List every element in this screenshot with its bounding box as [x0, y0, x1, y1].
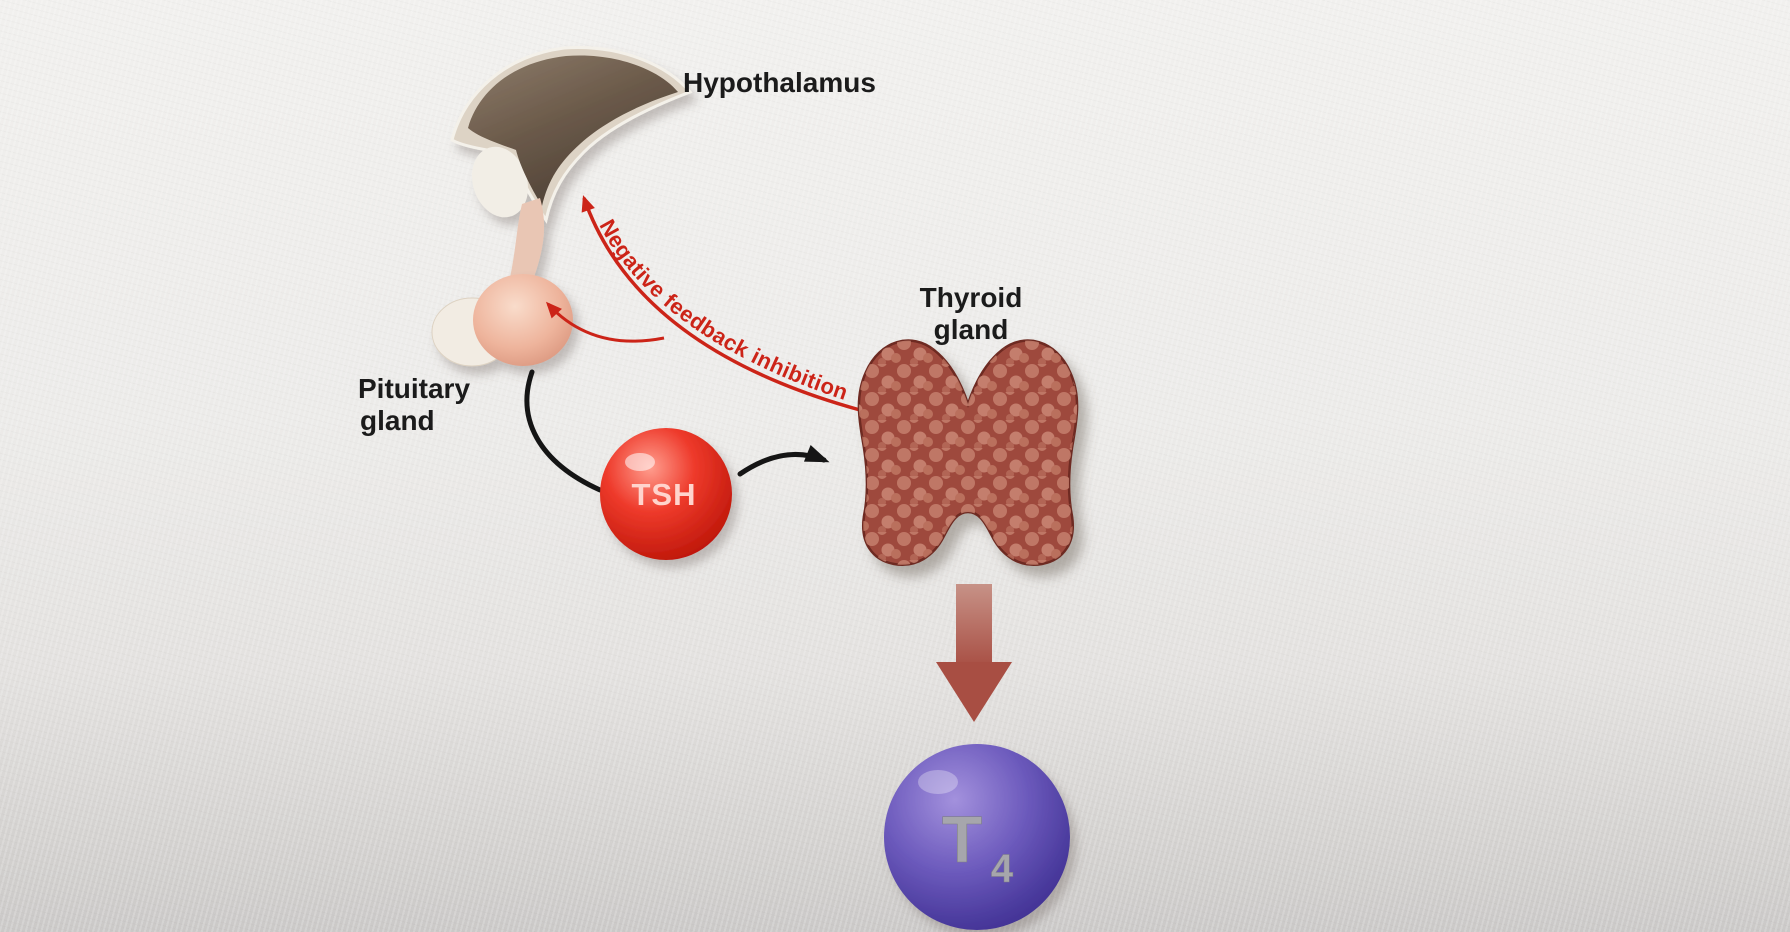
tsh-sphere — [600, 428, 732, 560]
infundibulum-highlight — [472, 146, 528, 218]
thyroid-label-line1: Thyroid — [920, 282, 1023, 313]
secretion-arrow-head — [936, 662, 1012, 722]
tsh-sphere-highlight — [625, 453, 655, 471]
negative-feedback-arrow: Negative feedback inhibition — [545, 195, 861, 412]
pituitary-stalk — [506, 198, 545, 294]
pituitary-label-line1: Pituitary — [358, 373, 470, 404]
negative-feedback-label: Negative feedback inhibition — [595, 215, 852, 405]
secretion-arrow-shaft — [956, 584, 992, 668]
hypothalamus-illustration — [450, 46, 693, 294]
pituitary-to-tsh-arrow — [524, 369, 603, 493]
hypothalamus-body — [468, 55, 678, 207]
feedback-arrow-main — [581, 195, 861, 412]
t4-label-subscript: 4 — [991, 847, 1014, 891]
t4-sphere — [884, 744, 1070, 930]
t4-sphere-highlight — [918, 770, 958, 794]
feedback-arrow-to-pituitary — [545, 301, 665, 343]
pituitary-anterior-lobe — [473, 274, 573, 366]
hypothalamus-label: Hypothalamus — [683, 67, 876, 98]
t4-secretion-arrow — [936, 584, 1012, 722]
thyroid-texture — [858, 340, 1078, 565]
thyroid-label-line2: gland — [934, 314, 1009, 345]
tsh-to-thyroid-arrow — [737, 444, 830, 477]
tsh-label: TSH — [632, 477, 697, 512]
pituitary-label-line2: gland — [360, 405, 435, 436]
t4-label-main: T — [942, 802, 982, 876]
thyroid-illustration — [857, 339, 1079, 566]
pituitary-illustration — [431, 274, 573, 367]
